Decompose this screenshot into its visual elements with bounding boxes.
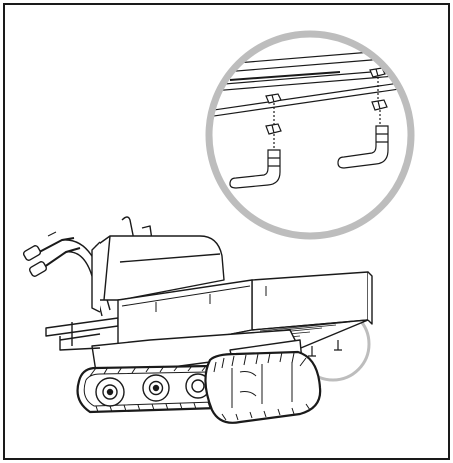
front-bar bbox=[45, 317, 119, 337]
engine-housing bbox=[91, 235, 225, 313]
detail-callout-ring bbox=[205, 30, 415, 240]
detail-callout bbox=[205, 30, 415, 240]
hex-nut-right-lower bbox=[371, 99, 388, 111]
page-border bbox=[3, 3, 450, 460]
hex-nut-left-lower bbox=[265, 123, 282, 135]
l-pin-left bbox=[229, 149, 281, 189]
control-lever bbox=[121, 216, 135, 241]
track-left bbox=[76, 364, 234, 414]
hex-nut-left-upper bbox=[265, 93, 282, 104]
road-wheel bbox=[95, 377, 125, 407]
tracked-dumper bbox=[22, 216, 373, 424]
road-wheel bbox=[142, 374, 170, 402]
l-pin-right bbox=[337, 125, 389, 169]
handlebar bbox=[22, 231, 111, 317]
detail-callout-content bbox=[210, 47, 410, 189]
hex-nut-right-upper bbox=[369, 67, 386, 78]
track-right bbox=[204, 350, 322, 424]
